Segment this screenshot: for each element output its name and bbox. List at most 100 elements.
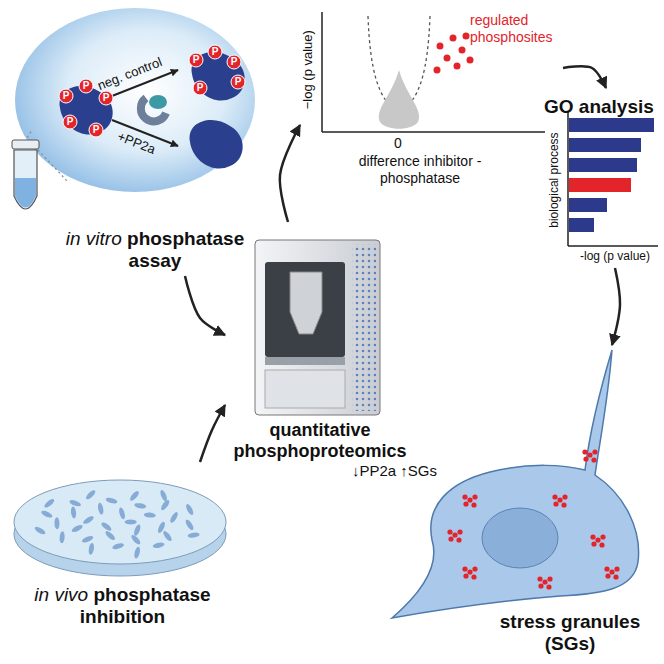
cell — [112, 542, 125, 550]
granule — [591, 541, 596, 546]
phospho-mark: P — [231, 75, 245, 89]
tube-liquid — [15, 178, 36, 208]
cell — [105, 497, 118, 505]
figure-part — [450, 35, 457, 42]
cell — [88, 543, 95, 556]
instrument-side — [352, 244, 376, 411]
granule — [552, 494, 557, 499]
node-text: difference inhibitor - phosphatase — [320, 153, 520, 186]
cell — [81, 535, 94, 544]
bar — [569, 118, 654, 132]
bar — [569, 198, 607, 212]
granule — [463, 501, 468, 506]
granule — [546, 584, 551, 589]
cell — [159, 489, 168, 502]
phospho-dot — [208, 45, 222, 59]
dish-top — [14, 480, 226, 564]
node-text: stress granules (SGs) — [485, 611, 655, 656]
granule — [538, 583, 543, 588]
granule — [599, 542, 604, 547]
figure-part — [437, 43, 444, 50]
nucleus — [482, 508, 558, 568]
cell — [34, 525, 47, 535]
flow-arrow — [200, 405, 225, 462]
figure-part — [459, 47, 466, 54]
granule — [592, 449, 597, 454]
cell-illustration — [392, 350, 639, 618]
granule — [562, 494, 567, 499]
bar — [569, 218, 594, 232]
cell — [100, 521, 113, 532]
cell — [152, 542, 165, 549]
cell — [185, 503, 195, 516]
diagram-node: −log (p value)0difference inhibitor - ph… — [300, 8, 563, 188]
phospho-mark: P — [99, 91, 113, 105]
zoom-line — [38, 150, 68, 182]
figure-part — [49, 584, 54, 605]
diagram-node: stress granules (SGs) — [345, 345, 660, 658]
granule — [591, 457, 596, 462]
figure-part: inhibition — [80, 606, 165, 627]
cell — [162, 530, 173, 543]
granule — [462, 494, 467, 499]
instrument-shelf — [265, 357, 345, 365]
cell — [54, 517, 59, 529]
flow-arrow — [612, 268, 620, 345]
bar — [569, 178, 631, 192]
granule — [583, 456, 588, 461]
node-text: quantitative phosphoproteomics — [225, 420, 415, 462]
granule — [590, 534, 595, 539]
cell — [43, 498, 55, 509]
phospho-mark: P — [89, 123, 103, 137]
figure-part: in — [34, 584, 49, 605]
bar — [569, 138, 641, 152]
granule — [542, 579, 547, 584]
granule — [448, 536, 453, 541]
cell — [82, 515, 95, 526]
flow-arrow — [563, 66, 606, 88]
regulated-points — [434, 33, 474, 74]
annotation-label: ↓PP2a ↑SGs — [352, 462, 462, 480]
figure-part: in — [66, 228, 81, 249]
granule — [553, 501, 558, 506]
phospho-mark: P — [59, 89, 73, 103]
cell — [118, 507, 126, 520]
figure-part — [454, 63, 461, 70]
stress-granules — [447, 449, 619, 589]
assay-illustration — [12, 8, 255, 209]
granule — [614, 566, 619, 571]
bar — [569, 158, 637, 172]
protein — [190, 120, 243, 169]
node-text: 0 — [392, 135, 404, 152]
figure-part — [467, 57, 474, 64]
ion-source — [290, 272, 322, 334]
cell — [85, 489, 97, 501]
node-text: in vivo phosphatase inhibition — [10, 584, 235, 629]
figure-part: vivo — [54, 584, 88, 605]
phospho-mark: P — [208, 45, 222, 59]
cell — [71, 524, 84, 534]
figure-part — [88, 584, 93, 605]
cell — [130, 534, 142, 546]
axis — [568, 245, 658, 247]
cell — [40, 509, 53, 519]
tube-cap — [12, 140, 39, 149]
cell — [104, 530, 116, 542]
granule — [537, 576, 542, 581]
granule — [471, 502, 476, 507]
granule — [604, 566, 609, 571]
figure-part — [81, 228, 86, 249]
figure-part: phosphatase — [127, 228, 244, 249]
granule — [472, 566, 477, 571]
granule — [462, 566, 467, 571]
cell — [70, 506, 76, 518]
granule — [609, 569, 614, 574]
phospho-dot — [79, 79, 93, 93]
phospho-dot — [89, 123, 103, 137]
cell-outline — [392, 350, 639, 618]
cell — [97, 502, 104, 515]
cell — [187, 532, 200, 538]
granule — [456, 537, 461, 542]
diagram-node: quantitative phosphoproteomics — [225, 222, 416, 472]
granule — [447, 529, 452, 534]
